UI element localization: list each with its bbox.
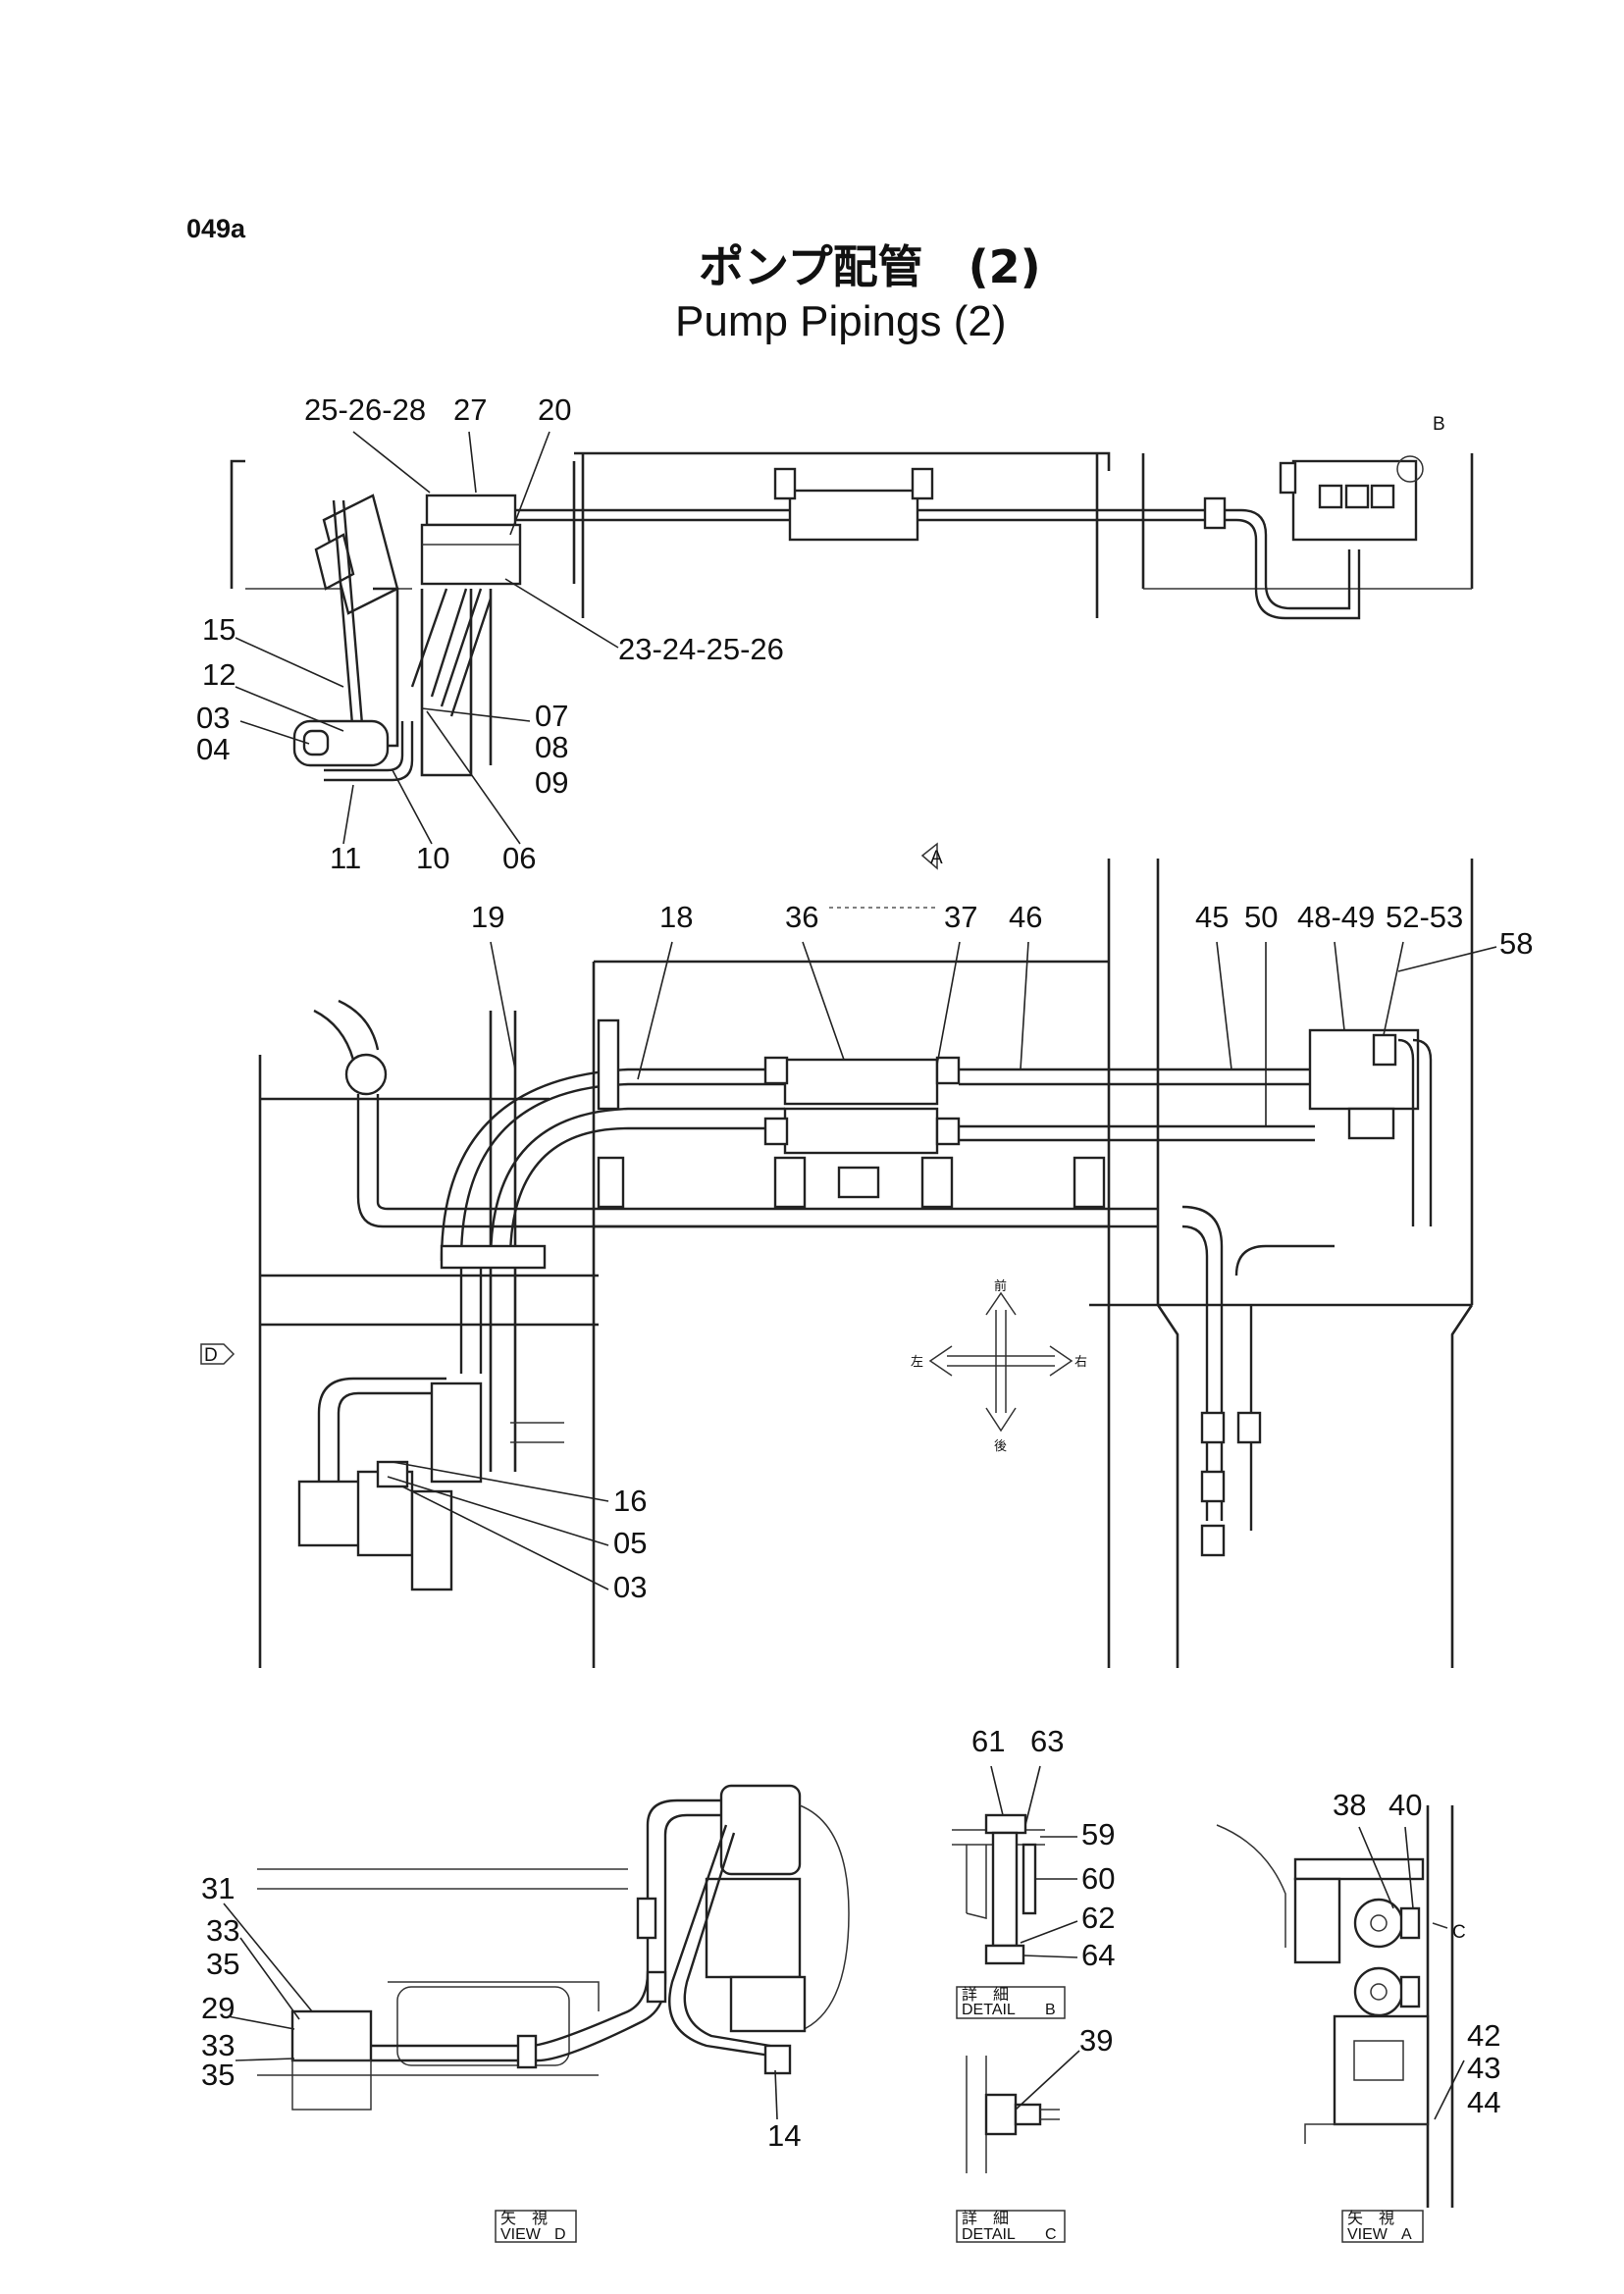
callout-33-b: 33: [201, 2028, 235, 2062]
callout-61: 61: [971, 1724, 1005, 1758]
caption-view-d-en: VIEW: [500, 2226, 542, 2243]
callout-B: B: [1433, 414, 1445, 435]
callout-03-mid: 03: [613, 1570, 647, 1604]
callout-33: 33: [206, 1913, 239, 1948]
callout-25-26-28: 25-26-28: [304, 392, 426, 427]
caption-view-a-letter: A: [1401, 2226, 1412, 2243]
compass-rear: 後: [994, 1439, 1007, 1454]
caption-detail-c-jp: 詳 細: [962, 2210, 1009, 2227]
callout-42: 42: [1467, 2018, 1500, 2053]
caption-view-a-jp: 矢 視: [1347, 2210, 1394, 2227]
caption-view-d-jp: 矢 視: [500, 2210, 548, 2227]
callout-03: 03: [196, 701, 230, 735]
callout-64: 64: [1081, 1938, 1115, 1972]
callout-19: 19: [471, 900, 504, 934]
callout-45: 45: [1195, 900, 1229, 934]
callout-31: 31: [201, 1871, 235, 1905]
callout-18: 18: [659, 900, 693, 934]
callout-C: C: [1452, 1922, 1466, 1943]
callout-58: 58: [1499, 926, 1533, 961]
callout-20: 20: [538, 392, 571, 427]
callout-35: 35: [206, 1947, 239, 1981]
caption-detail-b-en: DETAIL: [962, 2002, 1016, 2018]
callout-06: 06: [502, 841, 536, 875]
callout-09: 09: [535, 765, 568, 800]
callout-08: 08: [535, 730, 568, 764]
callout-48-49: 48-49: [1297, 900, 1375, 934]
callout-D-arrow: D: [204, 1345, 218, 1366]
callout-37: 37: [944, 900, 977, 934]
view-d-drawing: [257, 1784, 850, 2111]
callout-39: 39: [1079, 2023, 1113, 2058]
detail-b-drawing: [952, 1813, 1045, 1965]
callout-63: 63: [1030, 1724, 1064, 1758]
top-drawing: [230, 451, 1474, 782]
title-japanese: ポンプ配管 (2): [699, 240, 1041, 293]
callout-43: 43: [1467, 2051, 1500, 2085]
caption-detail-b-letter: B: [1045, 2002, 1056, 2018]
detail-c-drawing: [966, 2056, 1060, 2173]
page-code: 049a: [186, 214, 246, 243]
callout-62: 62: [1081, 1901, 1115, 1935]
caption-detail-c: 詳 細 DETAIL C: [956, 2210, 1066, 2243]
callout-29: 29: [201, 1991, 235, 2025]
callout-05: 05: [613, 1526, 647, 1560]
caption-detail-c-letter: C: [1045, 2226, 1057, 2243]
caption-view-d: 矢 視 VIEW D: [495, 2210, 577, 2243]
callout-15: 15: [202, 612, 236, 647]
compass-left: 左: [911, 1355, 923, 1370]
callout-07: 07: [535, 699, 568, 733]
top-callouts: 25-26-28 27 20 B 15 12 03 04 07 08 09 23…: [196, 392, 1445, 875]
callout-10: 10: [416, 841, 449, 875]
caption-view-a-en: VIEW: [1347, 2226, 1388, 2243]
compass-front: 前: [994, 1278, 1007, 1294]
title-english: Pump Pipings (2): [675, 297, 1006, 345]
callout-04: 04: [196, 732, 230, 766]
callout-38: 38: [1333, 1788, 1366, 1822]
callout-14: 14: [767, 2118, 801, 2153]
callout-23-24-25-26: 23-24-25-26: [618, 632, 784, 666]
callout-35-b: 35: [201, 2058, 235, 2092]
callout-52-53: 52-53: [1386, 900, 1463, 934]
callout-59: 59: [1081, 1817, 1115, 1851]
direction-compass: 前 左 右 後: [911, 1278, 1087, 1454]
caption-detail-b-jp: 詳 細: [962, 1986, 1009, 2004]
callout-44: 44: [1467, 2085, 1500, 2119]
view-a-drawing: [1216, 1805, 1454, 2208]
caption-detail-c-en: DETAIL: [962, 2226, 1016, 2243]
callout-60: 60: [1081, 1861, 1115, 1896]
callout-27: 27: [453, 392, 487, 427]
caption-view-a: 矢 視 VIEW A: [1341, 2210, 1424, 2243]
middle-callouts: A 19 18 36 37 46 45 50 48-49 52-53 58 D …: [200, 842, 1533, 1604]
callout-50: 50: [1244, 900, 1278, 934]
callout-11: 11: [330, 841, 361, 875]
callout-12: 12: [202, 657, 236, 692]
callout-46: 46: [1009, 900, 1042, 934]
callout-40: 40: [1388, 1788, 1422, 1822]
compass-right: 右: [1074, 1355, 1087, 1370]
detail-c-callouts: 39: [1015, 2023, 1113, 2111]
callout-36: 36: [785, 900, 818, 934]
view-d-callouts: 31 33 35 29 33 35 14: [201, 1871, 801, 2153]
detail-b-callouts: 61 63 59 60 62 64: [971, 1724, 1115, 1972]
callout-A-arrow: A: [930, 848, 943, 868]
middle-drawing: 前 左 右 後: [258, 859, 1474, 1668]
caption-detail-b: 詳 細 DETAIL B: [956, 1986, 1066, 2019]
caption-view-d-letter: D: [554, 2226, 566, 2243]
view-a-callouts: 38 40 C 42 43 44: [1333, 1788, 1500, 2120]
callout-16: 16: [613, 1484, 647, 1518]
